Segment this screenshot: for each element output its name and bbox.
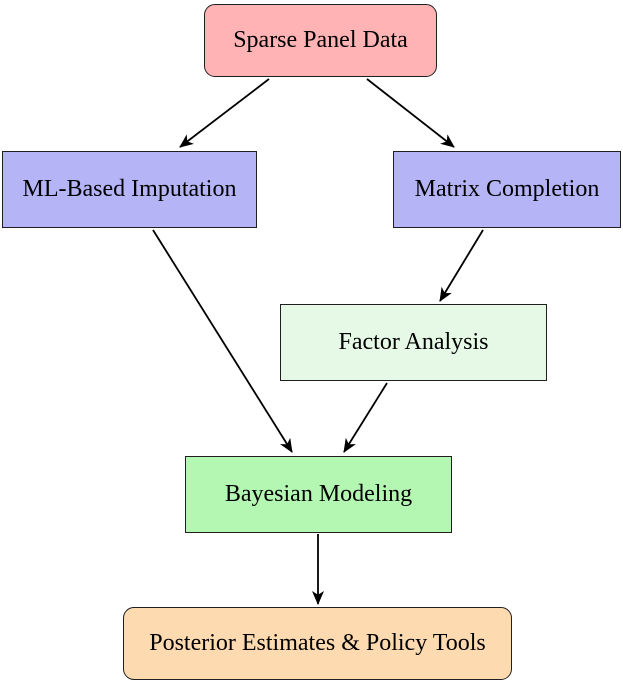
edge-sparse-to-matrix [366,78,455,148]
node-ml-based-imputation-label: ML-Based Imputation [22,176,237,202]
node-matrix-completion-label: Matrix Completion [414,176,600,202]
node-sparse-panel-data-label: Sparse Panel Data [233,27,408,53]
node-factor-analysis-label: Factor Analysis [338,329,489,355]
node-ml-based-imputation: ML-Based Imputation [2,151,257,228]
node-matrix-completion: Matrix Completion [393,151,621,228]
node-sparse-panel-data: Sparse Panel Data [204,4,437,77]
edge-factor-to-bayesian [343,382,388,453]
edge-sparse-to-ml [179,78,270,148]
edge-matrix-to-factor [439,229,484,302]
node-bayesian-modeling: Bayesian Modeling [185,456,452,533]
edge-ml-to-bayesian [152,229,293,453]
node-factor-analysis: Factor Analysis [280,304,547,381]
node-bayesian-modeling-label: Bayesian Modeling [224,481,413,507]
node-posterior-estimates: Posterior Estimates & Policy Tools [123,607,512,680]
node-posterior-estimates-label: Posterior Estimates & Policy Tools [149,630,486,656]
